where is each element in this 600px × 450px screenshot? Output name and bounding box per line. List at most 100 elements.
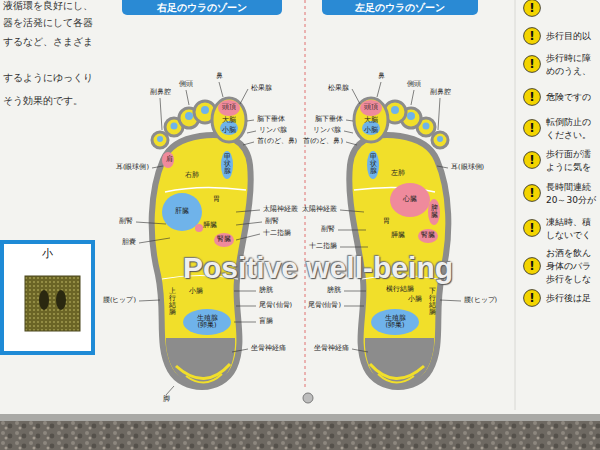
zone-label: 尾骨(仙骨) <box>307 302 342 309</box>
zone-label: 胃 <box>213 196 220 203</box>
leader-line <box>152 166 163 168</box>
zone <box>428 199 440 225</box>
warning-text: 歩行後は足 <box>546 293 591 303</box>
warning-text: ように気を <box>546 162 591 172</box>
warning-icon: ! <box>523 55 541 73</box>
zone-label: 心臓 <box>403 196 417 203</box>
zone-label: 胆嚢 <box>121 239 137 246</box>
zone-label: 頭頂 <box>222 104 236 111</box>
zone-label: 太陽神経叢 <box>262 206 299 213</box>
warning-text: お酒を飲ん <box>546 248 591 258</box>
zone <box>390 183 430 217</box>
zone-label: 脾臓 <box>431 205 438 219</box>
zone-label: 横行結腸 <box>386 286 414 293</box>
leader-line <box>236 234 260 240</box>
leader-line <box>139 300 160 301</box>
zone-label: 膵臓 <box>203 222 217 229</box>
zone-label: 肩 <box>166 156 173 163</box>
body-text: 器を活発にして各器 <box>3 17 93 29</box>
icon-circle <box>524 0 541 16</box>
warning-text: 歩行面が濡 <box>546 149 591 159</box>
leader-line <box>232 349 248 352</box>
leader-line <box>340 210 364 212</box>
zone-label: 小脳 <box>222 127 236 134</box>
screw <box>303 393 313 403</box>
zone-label: 小腸 <box>408 296 422 303</box>
leader-line <box>234 291 256 292</box>
leader-line <box>440 300 461 301</box>
zone-label: 頭頂 <box>364 104 378 111</box>
body-text: するなど、さまざま <box>3 36 93 48</box>
node-text: ! <box>523 27 541 45</box>
leader-line <box>377 82 381 97</box>
node-text: ! <box>523 55 541 73</box>
icon-circle <box>524 28 541 45</box>
warning-icon: ! <box>523 219 541 237</box>
zone-label: 小腸 <box>189 288 203 295</box>
node-text: ! <box>523 257 541 275</box>
node-text: ! <box>523 0 541 17</box>
leader-line <box>186 90 189 105</box>
zone-label: 側頭 <box>406 81 422 88</box>
warning-icon: ! <box>523 184 541 202</box>
zone-label: 脳下垂体 <box>256 116 286 123</box>
node-text: ! <box>523 151 541 169</box>
sign-board <box>0 0 600 420</box>
warning-icon: ! <box>523 119 541 137</box>
column-line <box>515 0 516 410</box>
zone-label: 尾骨(仙骨) <box>258 302 293 309</box>
divider-line <box>305 0 306 388</box>
body-text: そう効果的です。 <box>3 95 83 107</box>
warning-text: 20～30分が <box>546 195 596 205</box>
zone <box>162 152 174 168</box>
zone-label: 肝臓 <box>175 208 189 215</box>
warning-text: 転倒防止の <box>546 117 591 127</box>
zone-label: 大脳 <box>222 117 236 124</box>
leader-line <box>344 291 366 292</box>
leader-line <box>139 238 170 243</box>
zone-label: 膵臓 <box>391 232 405 239</box>
left-foot <box>349 98 448 387</box>
panel-ground <box>4 244 91 351</box>
gravel-ground <box>0 421 600 450</box>
node-text: ! <box>523 88 541 106</box>
watermark: Positive well-being <box>183 253 453 283</box>
leader-line <box>136 222 166 224</box>
leader-line <box>346 142 357 145</box>
leader-line <box>437 166 448 168</box>
zone-label: 下行結腸 <box>429 288 436 317</box>
zone-label: 胃 <box>383 218 390 225</box>
zone-label: 小脳 <box>364 127 378 134</box>
right-foot <box>152 98 251 387</box>
zone-label: 耳(眼球側) <box>450 164 485 171</box>
zone-label: 十二指腸 <box>308 243 338 250</box>
sign-frame <box>0 414 600 421</box>
zone-label: 首(のど、鼻) <box>256 138 298 145</box>
zone <box>195 224 203 232</box>
leader-line <box>236 210 260 212</box>
zone-label: 腎臓 <box>421 232 435 239</box>
warning-icon: ! <box>523 151 541 169</box>
zone-label: 腰(ヒップ) <box>463 297 498 304</box>
zone-label: 副腎 <box>320 226 336 233</box>
icon-circle <box>524 120 541 137</box>
icon-circle <box>524 220 541 237</box>
zone-label: 膀胱 <box>258 287 274 294</box>
zone-label: 副腎 <box>264 218 280 225</box>
warning-text: 凍結時、積 <box>546 217 591 227</box>
zone-label: 耳(眼球側) <box>115 164 150 171</box>
zone-label: 脚 <box>162 396 171 403</box>
node-text: 右足のウラのゾーン <box>122 0 282 15</box>
leader-line <box>236 222 262 225</box>
leader-line <box>346 120 353 121</box>
leader-line <box>352 349 368 352</box>
node-text: 左足のウラのゾーン <box>322 0 478 15</box>
leader-line <box>234 322 256 323</box>
zone-label: 坐骨神経痛 <box>250 345 287 352</box>
icon-circle <box>524 152 541 169</box>
zone <box>183 309 231 335</box>
node-text: ! <box>523 119 541 137</box>
zone-label: 副腎 <box>118 218 134 225</box>
warning-icon: ! <box>523 289 541 307</box>
zone-banner: 左足のウラのゾーン <box>322 0 478 15</box>
